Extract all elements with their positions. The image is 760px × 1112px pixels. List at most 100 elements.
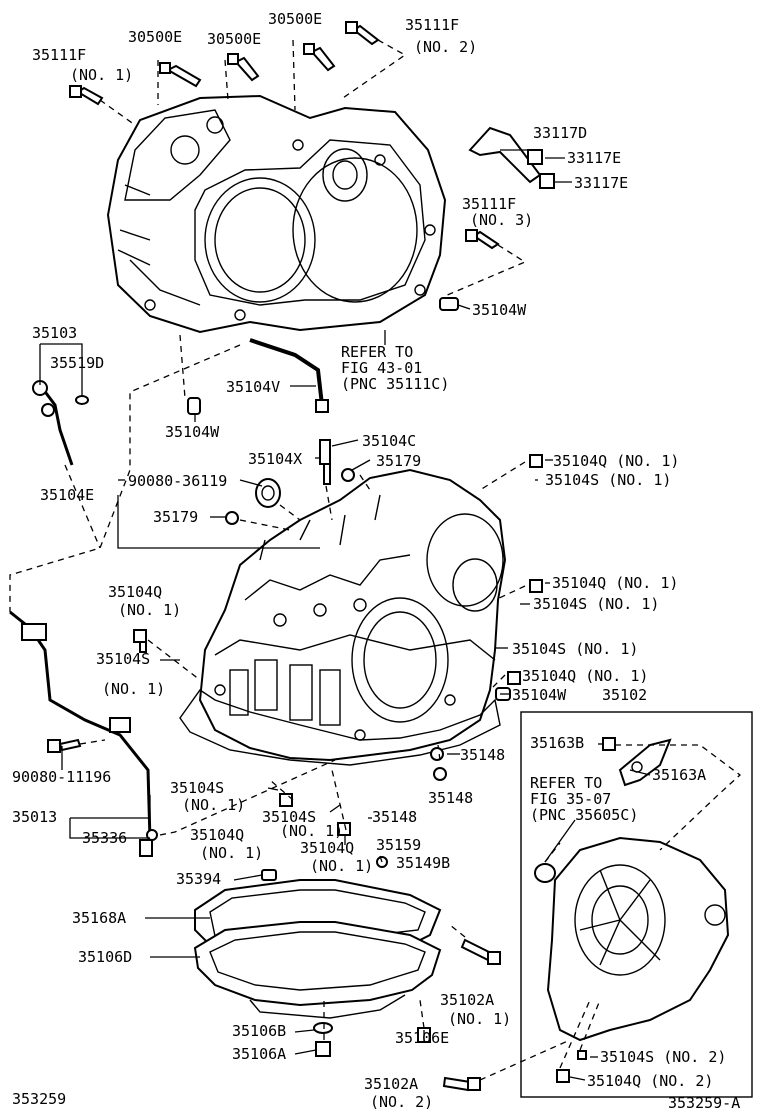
label-35159: 35159 bbox=[376, 836, 421, 854]
label-refer2-a: REFER TO bbox=[530, 774, 602, 792]
bolt-35104Q-r3 bbox=[507, 671, 521, 685]
bolt-30500E-a bbox=[159, 62, 202, 88]
diagram-id: 353259 bbox=[12, 1090, 66, 1108]
bolt-30500E-c bbox=[303, 43, 336, 72]
label-35104S-left-sub: (NO. 1) bbox=[102, 680, 165, 698]
pin-35104X-35104C bbox=[319, 439, 331, 485]
leader-lines bbox=[39, 149, 651, 1081]
label-35104Q-no2: 35104Q (NO. 2) bbox=[587, 1072, 713, 1090]
label-35102: 35102 bbox=[602, 686, 647, 704]
label-35111F-no1: 35111F bbox=[32, 46, 86, 64]
label-35168A: 35168A bbox=[72, 909, 126, 927]
bolt-35104Q-r1 bbox=[529, 454, 543, 468]
nut-33117E-a bbox=[527, 149, 543, 165]
plug-35104W-b bbox=[187, 397, 201, 415]
label-35104E: 35104E bbox=[40, 486, 94, 504]
label-35111F-no1-sub: (NO. 1) bbox=[70, 66, 133, 84]
label-35104S-r2: 35104S (NO. 1) bbox=[533, 595, 659, 613]
bolt-35102A-no1 bbox=[460, 938, 501, 965]
bolt-30500E-b bbox=[227, 53, 260, 82]
bolt-35104Q-b1 bbox=[279, 793, 293, 807]
label-30500E-b: 30500E bbox=[207, 30, 261, 48]
nut-35179-b bbox=[225, 511, 239, 525]
label-35163A: 35163A bbox=[652, 766, 706, 784]
label-35104Q-r3: 35104Q (NO. 1) bbox=[522, 667, 648, 685]
pipe-35104V bbox=[249, 338, 329, 413]
label-35104Q-b2-sub: (NO. 1) bbox=[310, 857, 373, 875]
dipstick-tube-35103 bbox=[32, 380, 89, 466]
bolt-35104Q-no2 bbox=[556, 1069, 570, 1083]
label-35104Q-r2: 35104Q (NO. 1) bbox=[552, 574, 678, 592]
label-35179-b: 35179 bbox=[153, 508, 198, 526]
bolt-35102A-no2 bbox=[442, 1076, 481, 1092]
label-33117D: 33117D bbox=[533, 124, 587, 142]
label-35104S-no2: 35104S (NO. 2) bbox=[600, 1048, 726, 1066]
label-refer1-a: REFER TO bbox=[341, 343, 413, 361]
label-35104X: 35104X bbox=[248, 450, 302, 468]
label-35394: 35394 bbox=[176, 870, 221, 888]
label-35106D: 35106D bbox=[78, 948, 132, 966]
bolt-35104Q-left bbox=[133, 629, 147, 653]
bearing-90080-36119 bbox=[255, 478, 281, 508]
label-35104W-b: 35104W bbox=[165, 423, 220, 441]
transaxle-case bbox=[179, 468, 507, 766]
bolt-35111F-no3 bbox=[465, 229, 500, 250]
clip-35394 bbox=[261, 869, 277, 881]
label-35149B: 35149B bbox=[396, 854, 450, 872]
label-refer2-c: (PNC 35605C) bbox=[530, 806, 638, 824]
label-35111F-no2-sub: (NO. 2) bbox=[414, 38, 477, 56]
label-35104Q-b1-sub: (NO. 1) bbox=[200, 844, 263, 862]
label-35104Q-b1: 35104Q bbox=[190, 826, 244, 844]
label-30500E-c: 30500E bbox=[268, 10, 322, 28]
label-35111F-no3: 35111F bbox=[462, 195, 516, 213]
washer-35148-b bbox=[433, 767, 447, 781]
label-35148-a: 35148 bbox=[460, 746, 505, 764]
diagram-id-alt: 353259-A bbox=[668, 1094, 740, 1112]
bolt-35111F-no2 bbox=[345, 21, 380, 46]
label-35104Q-left-sub: (NO. 1) bbox=[118, 601, 181, 619]
label-35148-c: 35148 bbox=[372, 808, 417, 826]
transmission-housing bbox=[106, 94, 447, 334]
nut-35179-a bbox=[341, 468, 355, 482]
dipstick-35013 bbox=[9, 610, 158, 857]
label-35104C: 35104C bbox=[362, 432, 416, 450]
label-refer1-c: (PNC 35111C) bbox=[341, 375, 449, 393]
label-35179-a: 35179 bbox=[376, 452, 421, 470]
label-35104Q-b2: 35104Q bbox=[300, 839, 354, 857]
part-labels: 30500E 30500E 30500E 35111F (NO. 2) 3511… bbox=[12, 10, 740, 1112]
label-35106B: 35106B bbox=[232, 1022, 286, 1040]
label-refer1-b: FIG 43-01 bbox=[341, 359, 422, 377]
label-35104V: 35104V bbox=[226, 378, 280, 396]
plug-35106A bbox=[315, 1041, 331, 1057]
label-35104S-left: 35104S bbox=[96, 650, 150, 668]
label-35104S-b2-sub: (NO. 1) bbox=[280, 822, 343, 840]
label-35103: 35103 bbox=[32, 324, 77, 342]
label-35102A-no1-sub: (NO. 1) bbox=[448, 1010, 511, 1028]
oil-pan bbox=[193, 921, 442, 1019]
install-lines bbox=[9, 39, 742, 1081]
gasket-35106B bbox=[313, 1022, 333, 1034]
label-35111F-no3-sub: (NO. 3) bbox=[470, 211, 533, 229]
label-35163B: 35163B bbox=[530, 734, 584, 752]
label-35104W-a: 35104W bbox=[472, 301, 527, 319]
label-35148-b: 35148 bbox=[428, 789, 473, 807]
label-35104Q-left: 35104Q bbox=[108, 583, 162, 601]
label-35104W-c: 35104W bbox=[512, 686, 567, 704]
label-35104Q-r1: 35104Q (NO. 1) bbox=[553, 452, 679, 470]
label-refer2-b: FIG 35-07 bbox=[530, 790, 611, 808]
label-35111F-no2: 35111F bbox=[405, 16, 459, 34]
bracket-33117D bbox=[468, 126, 542, 184]
bolt-35111F-no1 bbox=[69, 85, 104, 106]
bolt-35163B bbox=[602, 737, 616, 751]
label-35104S-b1: 35104S bbox=[170, 779, 224, 797]
label-35104S-b2: 35104S bbox=[262, 808, 316, 826]
label-35104S-r1: 35104S (NO. 1) bbox=[545, 471, 671, 489]
bolt-35104S-no2 bbox=[577, 1050, 587, 1060]
label-33117E-a: 33117E bbox=[567, 149, 621, 167]
label-33117E-b: 33117E bbox=[574, 174, 628, 192]
case-cover-box bbox=[520, 711, 753, 1098]
label-35106E: 35106E bbox=[395, 1029, 449, 1047]
plug-35104W-a bbox=[439, 297, 459, 311]
label-90080-11196: 90080-11196 bbox=[12, 768, 111, 786]
label-35104S-b1-sub: (NO. 1) bbox=[182, 796, 245, 814]
